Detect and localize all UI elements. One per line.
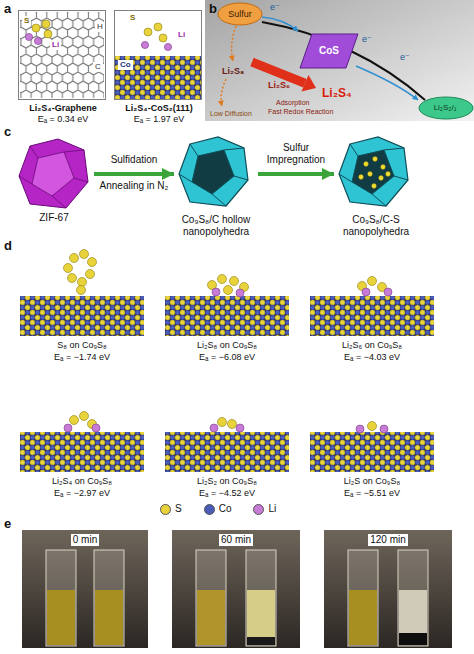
- atom-label: C: [93, 62, 103, 72]
- process-arrow: [258, 172, 334, 176]
- node-label: Sulfur: [228, 9, 252, 20]
- energy-caption: Li₂S₆ on Co₉S₈: [342, 340, 402, 351]
- legend-item: Li: [253, 503, 276, 515]
- energy-value: Eₐ = 1.97 eV: [109, 114, 209, 125]
- node-caption: Li₂S₄-CoS₂(111): [109, 103, 209, 114]
- legend-text: Co: [219, 503, 232, 515]
- caption-block: Li₂S₄-CoS₂(111)Eₐ = 1.97 eV: [109, 103, 209, 125]
- electron-label: e⁻: [270, 2, 280, 13]
- atom-label: Li: [50, 40, 61, 50]
- legend-swatch: [160, 504, 171, 515]
- energy-caption: Li₂S₄ on Co₉S₈: [52, 476, 112, 487]
- caption-block: Li₂S₄-GrapheneEₐ = 0.34 eV: [13, 103, 113, 125]
- energy-caption: Li₂S₂ on Co₉S₈: [197, 476, 257, 487]
- product-blob: Li₂S₂/₁: [420, 97, 470, 119]
- arrow-label: Sulfidation: [111, 154, 158, 166]
- legend-swatch: [204, 504, 215, 515]
- caption-block: Co₉S₈/C hollow nanopolyhedra: [161, 214, 271, 238]
- atom-label: S: [128, 13, 137, 23]
- species-label: Li₂S₆: [268, 80, 290, 91]
- arrow-label: Sulfur Impregnation: [256, 142, 336, 166]
- legend-text: S: [175, 503, 182, 515]
- caption-block: ZIF-67: [9, 212, 99, 224]
- annotation: Annealing in N₂: [100, 180, 169, 192]
- structure-box: Li₂S₄-CoS₂(111)Eₐ = 1.97 eV: [114, 10, 202, 100]
- atom-label: H: [95, 22, 105, 32]
- electron-label: e⁻: [400, 52, 410, 63]
- polyhedron: ZIF-67: [18, 138, 90, 210]
- annotation: Low Diffusion: [210, 110, 252, 118]
- energy-caption: Eₐ = −6.08 eV: [199, 352, 255, 363]
- energy-caption: Li₂S on Co₉S₈: [344, 476, 400, 487]
- cos-plate: CoS: [300, 34, 358, 68]
- panel-letter: a: [4, 1, 11, 17]
- node-label: Li₂S₂/₁: [434, 103, 457, 113]
- annotation: Adsorption: [276, 99, 309, 107]
- panel-letter: e: [4, 516, 11, 532]
- electron-label: e⁻: [362, 34, 372, 45]
- time-label: 120 min: [368, 534, 408, 546]
- polyhedron: Co₉S₈/C-S nanopolyhedra: [338, 136, 414, 212]
- process-arrow: [94, 172, 174, 176]
- species-label: Li₂S₈: [222, 66, 244, 77]
- legend-text: Li: [268, 503, 276, 515]
- node-caption: Co₉S₈/C hollow nanopolyhedra: [161, 214, 271, 238]
- panel-letter: c: [4, 124, 11, 140]
- energy-caption: Eₐ = −4.52 eV: [199, 488, 255, 499]
- atom-label: S: [22, 16, 31, 26]
- legend-item: S: [160, 503, 182, 515]
- panel-letter: b: [209, 1, 217, 17]
- legend-item: Co: [204, 503, 232, 515]
- atom-label: Co: [118, 60, 133, 70]
- energy-caption: Eₐ = −5.51 eV: [344, 488, 400, 499]
- legend: S Co Li: [160, 503, 276, 515]
- node-label: CoS: [319, 45, 339, 57]
- node-caption: Co₉S₈/C-S nanopolyhedra: [321, 214, 431, 238]
- legend-swatch: [253, 504, 264, 515]
- sulfur-blob: Sulfur: [218, 3, 262, 25]
- energy-value: Eₐ = 0.34 eV: [13, 114, 113, 125]
- polyhedron: Co₉S₈/C hollow nanopolyhedra: [178, 136, 254, 212]
- energy-caption: Eₐ = −4.03 eV: [344, 352, 400, 363]
- energy-caption: Li₂S₈ on Co₉S₈: [197, 340, 257, 351]
- time-label: 60 min: [219, 534, 253, 546]
- time-label: 0 min: [71, 534, 99, 546]
- energy-caption: S₈ on Co₉S₈: [57, 340, 107, 351]
- caption-block: Co₉S₈/C-S nanopolyhedra: [321, 214, 431, 238]
- annotation: Fast Redox Reaction: [268, 108, 333, 116]
- species-label: Li₂S₄: [322, 86, 352, 100]
- energy-caption: Eₐ = −2.97 eV: [54, 488, 110, 499]
- atom-label: Li: [176, 30, 187, 40]
- panel-letter: d: [4, 238, 12, 254]
- node-caption: Li₂S₄-Graphene: [13, 103, 113, 114]
- energy-caption: Eₐ = −1.74 eV: [54, 352, 110, 363]
- node-caption: ZIF-67: [9, 212, 99, 224]
